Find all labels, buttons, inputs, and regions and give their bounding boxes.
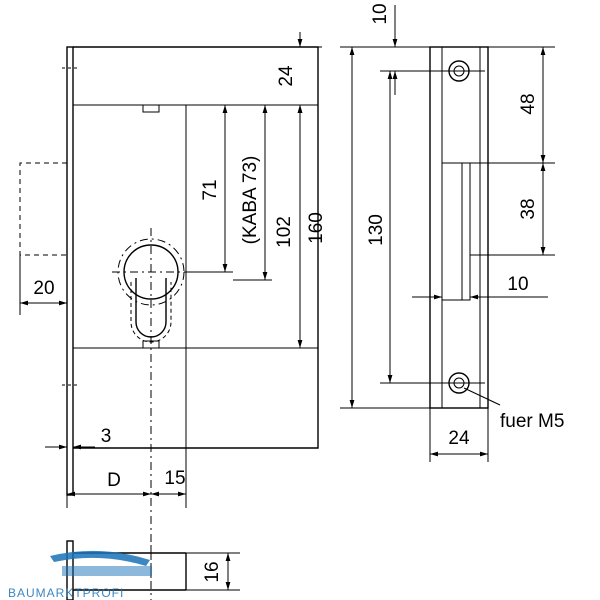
dim-15-label: 15 <box>164 468 185 489</box>
dim-102-label: 102 <box>274 216 295 248</box>
strike-plate-body <box>429 46 489 409</box>
dim-d-15: D 15 <box>66 468 187 508</box>
dim-10-side-label: 10 <box>507 274 528 295</box>
watermark-logo: BAUMARKTPROFI <box>8 550 152 600</box>
cylinder-profile <box>112 238 192 343</box>
dim-24-top: 24 <box>276 32 322 120</box>
dim-3-label: 3 <box>101 426 112 447</box>
dim-20: 20 <box>19 255 67 315</box>
dim-102: 102 <box>233 105 295 281</box>
watermark-text: BAUMARKTPROFI <box>8 586 124 600</box>
dim-24-bottom: 24 <box>429 408 489 462</box>
dim-24-bottom-label: 24 <box>448 428 470 449</box>
lock-case-body <box>73 46 319 449</box>
dim-38: 38 <box>470 163 555 256</box>
dim-38-label: 38 <box>518 198 539 219</box>
dim-10-side: 10 <box>412 274 548 300</box>
latch-bolt-outline <box>19 162 67 256</box>
dim-130-label: 130 <box>366 214 387 246</box>
dim-kaba-label: (KABA 73) <box>240 156 261 245</box>
strike-plate-view: 10 130 48 38 <box>340 3 564 462</box>
forend-plate <box>66 46 74 496</box>
screw-size-label: fuer M5 <box>500 411 564 432</box>
dim-strike-160 <box>340 46 430 409</box>
dim-130: 130 <box>366 71 393 383</box>
dim-48: 48 <box>470 46 555 164</box>
dim-71: 71 (KABA 73) <box>186 105 261 273</box>
dim-10-top-label: 10 <box>370 3 391 24</box>
screw-hole-bottom <box>380 372 485 394</box>
dim-24-label: 24 <box>276 65 297 87</box>
dim-160-label: 160 <box>306 212 327 244</box>
leader-fuer-m5: fuer M5 <box>463 387 564 432</box>
dim-160: 160 <box>297 104 327 349</box>
lock-case-view: 24 71 (KABA 73) 102 160 20 <box>19 32 327 585</box>
dim-16-label: 16 <box>202 561 223 582</box>
dim-3: 3 <box>45 426 111 458</box>
screw-hole-top <box>380 60 485 82</box>
dim-d-label: D <box>107 470 121 491</box>
dim-10-top: 10 <box>370 3 430 95</box>
dim-48-label: 48 <box>518 93 539 114</box>
latch-opening <box>442 162 471 301</box>
dim-71-label: 71 <box>200 179 221 200</box>
dim-20-label: 20 <box>33 278 54 299</box>
